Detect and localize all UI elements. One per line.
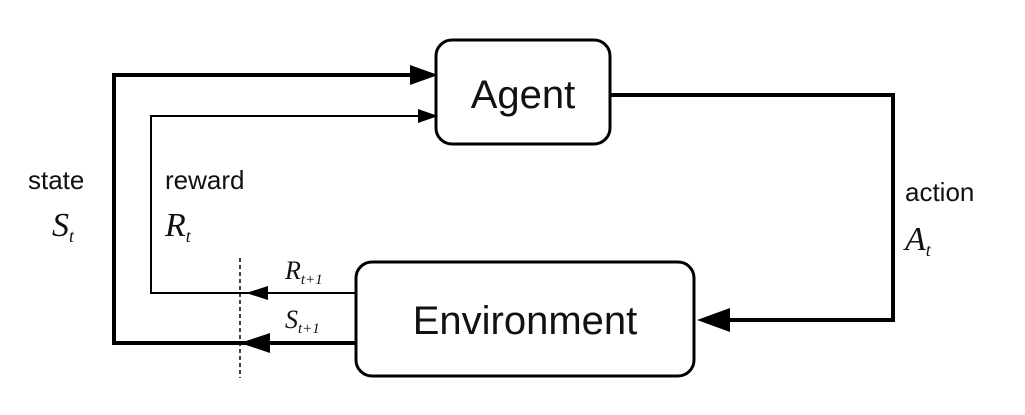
- environment-label: Environment: [413, 299, 638, 343]
- agent-label: Agent: [471, 73, 576, 117]
- state-loop-line: [112, 73, 414, 345]
- environment-box: [354, 260, 696, 378]
- reward-symbol: Rt: [164, 207, 192, 246]
- action-arrowhead: [697, 308, 730, 332]
- agent-node: Agent: [434, 38, 612, 146]
- state-arrowhead: [410, 65, 438, 85]
- state-symbol: St: [52, 207, 75, 246]
- state-label: state: [28, 165, 84, 195]
- reward-loop-line: [150, 115, 420, 294]
- action-symbol: At: [903, 221, 932, 260]
- environment-node: Environment: [354, 260, 696, 378]
- action-line: [610, 93, 895, 322]
- state-next-arrowhead: [240, 333, 270, 353]
- agent-box: [434, 38, 612, 146]
- reward-arrowhead: [418, 109, 438, 123]
- action-label: action: [905, 177, 974, 207]
- reward-next-arrowhead: [246, 286, 268, 300]
- next-reward-symbol: Rt+1: [284, 256, 323, 288]
- reward-label: reward: [165, 165, 244, 195]
- next-state-symbol: St+1: [285, 305, 320, 337]
